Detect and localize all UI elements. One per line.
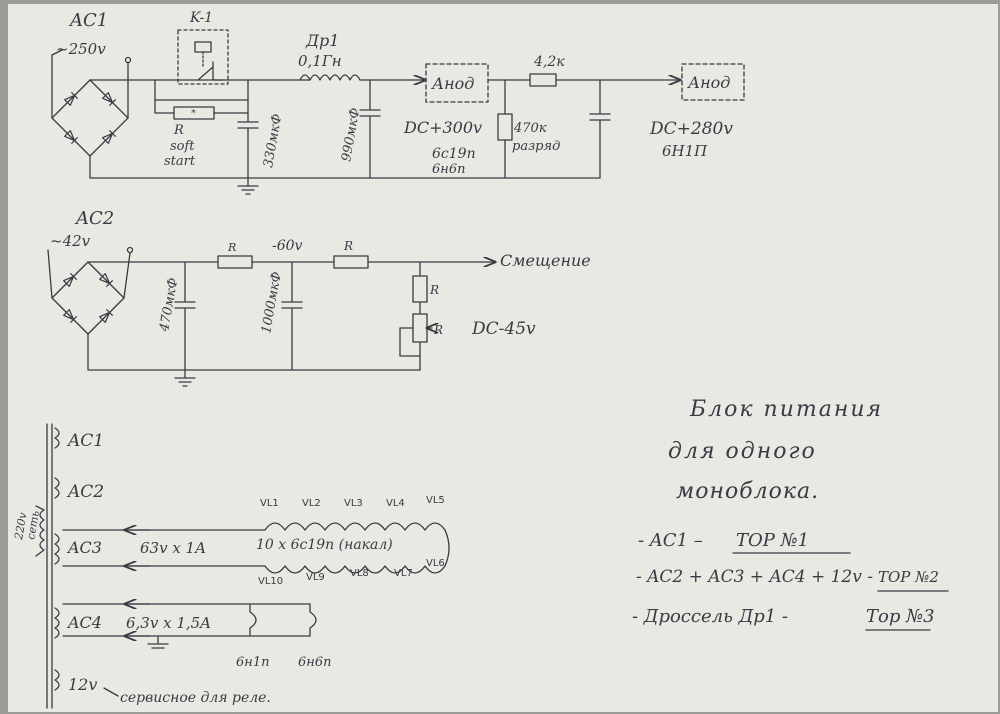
anode2-label: Анод [687, 73, 730, 92]
bias-r1-label: R [227, 241, 236, 254]
heater-chain-bottom [264, 565, 446, 574]
vl-top-2: VL2 [302, 498, 321, 509]
primary-winding [39, 509, 45, 551]
paper [8, 4, 998, 712]
heater-6n1p [249, 603, 257, 637]
anode2-box [681, 63, 745, 101]
tube-6n1p-1: 6Н1П [662, 142, 708, 160]
relay-service-note: сервисное для реле. [120, 690, 271, 706]
note-2-ref: TOP №2 [878, 568, 939, 586]
bias-r2-label: R [343, 239, 353, 253]
vl-bottom-8: VL8 [350, 568, 369, 579]
tube-6n6p-1: 6н6п [432, 162, 465, 177]
winding-ac3 [54, 533, 60, 565]
winding-ac4 [54, 607, 60, 639]
primary-220v: 220v [12, 511, 30, 542]
vl-bottom-9: VL9 [306, 572, 325, 583]
primary-mains: сеть [24, 510, 42, 541]
choke-value: 0,1Гн [298, 52, 342, 70]
ac2-label: AC2 [74, 208, 114, 229]
title-line-3: моноблока. [676, 479, 819, 504]
start-label: start [164, 154, 196, 169]
divider-r-label: R [429, 283, 439, 297]
note-3-ref: Тор №3 [866, 606, 935, 627]
vl-top-4: VL4 [386, 498, 405, 509]
title-line-2: для одного [668, 439, 817, 464]
heater-6n6p [309, 603, 317, 637]
winding-ac4-label: AC4 [66, 613, 102, 632]
title-line-1: Блок питания [689, 397, 883, 422]
winding-ac2 [54, 477, 60, 499]
note-2-prefix: - AC2 + AC3 + AC4 + 12v - [636, 567, 873, 587]
winding-ac1 [54, 427, 60, 449]
ac4-spec: 6,3v x 1,5A [126, 614, 211, 632]
dc280-label: DC+280v [649, 119, 733, 139]
choke-name: Др1 [305, 31, 339, 50]
vl-bottom-6: VL6 [426, 558, 445, 569]
transformer-core [46, 423, 53, 709]
soft-start-r-label: R [173, 123, 184, 138]
winding-ac1-label: AC1 [66, 431, 104, 451]
dc45-label: DC-45v [471, 319, 536, 339]
choke-dr1 [299, 74, 361, 81]
vl-top-3: VL3 [344, 498, 363, 509]
dc300-label: DC+300v [403, 118, 482, 137]
vl-top-5: VL5 [426, 495, 445, 506]
winding-ac3-label: AC3 [66, 538, 102, 557]
pot-r-label: R [433, 323, 443, 337]
ac3-spec: 63v x 1A [140, 539, 206, 557]
vl-top-1: VL1 [260, 498, 279, 509]
anode1-label: Анод [431, 74, 474, 93]
winding-12v [54, 669, 60, 691]
tube-6n1p-2: 6н1п [236, 655, 269, 670]
bleeder-label: разряд [512, 139, 560, 154]
note-1-prefix: - AC1 – [638, 530, 703, 551]
vl-bottom-10: VL10 [258, 576, 283, 587]
neg60-label: -60v [272, 238, 303, 254]
ac1-input-wire [51, 49, 63, 119]
relay-k1-box [177, 29, 229, 85]
note-3-prefix: - Дроссель Др1 - [632, 606, 788, 627]
anode1-box [425, 63, 489, 103]
bias-label: Смещение [500, 251, 591, 270]
relay-label: K-1 [189, 10, 213, 26]
note-1-ref: TOP №1 [736, 530, 809, 551]
soft-label: soft [170, 139, 195, 154]
winding-12v-label: 12v [68, 675, 97, 694]
ac1-voltage: ~250v [56, 40, 106, 58]
bleeder-value: 470к [513, 121, 547, 136]
heater-label: 10 х 6с19п (накал) [256, 537, 393, 553]
ac2-voltage: ~42v [50, 232, 91, 250]
ground-ac4 [147, 635, 169, 649]
ground-ac1 [237, 177, 259, 195]
winding-ac2-label: AC2 [66, 482, 104, 502]
series-r-value: 4,2к [533, 54, 565, 70]
vl-bottom-7: VL7 [394, 568, 413, 579]
heater-chain-top [264, 522, 450, 567]
ac1-label: AC1 [68, 10, 108, 31]
svg-text:*: * [191, 108, 196, 119]
ground-ac2 [174, 369, 196, 387]
tube-6n6p-2: 6н6п [298, 655, 331, 670]
tube-6s19p: 6с19п [432, 146, 476, 162]
